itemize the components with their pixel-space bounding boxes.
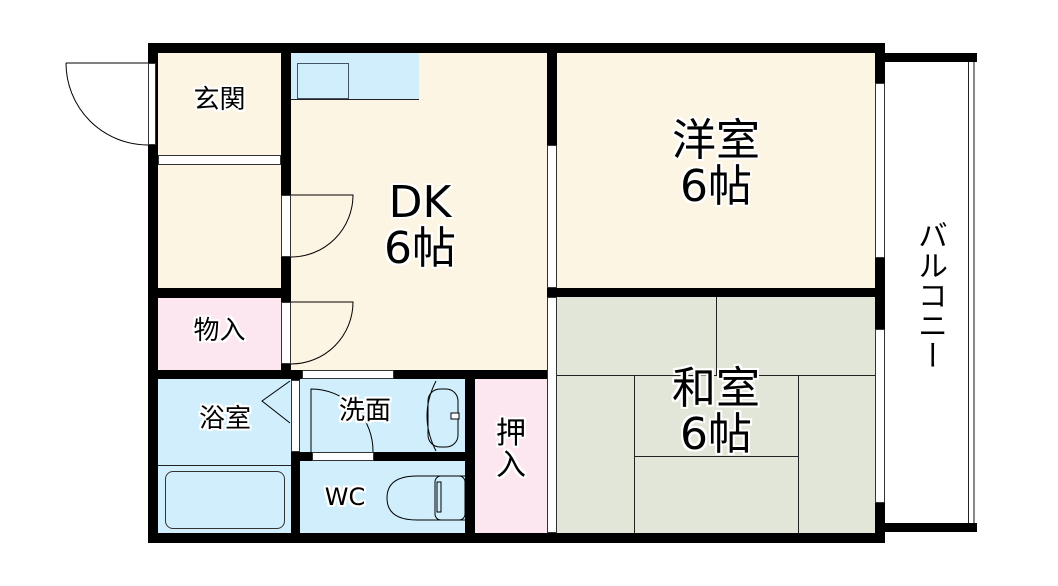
bathtub-icon [165,471,285,529]
monoire-top-wall [148,288,291,298]
dk-hall-door-swing-icon[interactable] [290,194,354,258]
tatami-line [557,375,875,376]
entrance-door-swing-icon[interactable] [65,62,149,147]
wc-door-swing-icon[interactable] [310,388,374,453]
entrance-door-frame[interactable] [148,63,156,145]
dk-room [291,53,547,370]
dk-label: DK 6帖 [330,177,510,275]
monoire-label: 物入 [193,316,246,346]
monoire-door-frame[interactable] [281,302,291,364]
youshitsu-name: 洋室 [672,115,760,166]
dk-washitsu-sliding-door[interactable] [547,297,557,533]
dk-youshitsu-sliding-door[interactable] [547,145,557,288]
washitsu-label: 和室 6帖 [616,363,816,461]
balcony-rail [968,62,975,523]
dk-name: DK [388,177,452,228]
genkan-label: 玄関 [193,85,246,115]
youshitsu-balcony-window[interactable] [875,83,885,258]
bath-door-frame[interactable] [291,380,300,452]
oshiire-label: 押 入 [475,418,547,481]
wc-label: WC [324,483,366,511]
dk-hall-door-frame[interactable] [281,195,291,257]
yokushitsu-label: 浴室 [198,404,251,434]
outer-bottom-wall [148,533,885,543]
youshitsu-room [557,53,875,288]
monoire-room [158,298,281,370]
oshiire-line2: 入 [496,447,526,483]
washitsu-size: 6帖 [680,409,752,461]
youshitsu-size: 6帖 [680,161,752,213]
tatami-line [634,375,635,533]
wc-door-frame[interactable] [312,452,374,461]
washitsu-balcony-window[interactable] [875,329,885,503]
oshiire-room [475,379,547,533]
youshitsu-washitsu-wall [547,288,885,297]
genkan-hall-room [158,165,281,288]
yokushitsu-room [158,379,291,533]
washitsu-name: 和室 [672,363,760,414]
genkan-room [158,53,281,155]
youshitsu-label: 洋室 6帖 [616,115,816,213]
oshiire-line1: 押 [496,416,526,451]
senmen-entry-opening[interactable] [302,370,394,379]
tatami-line [716,297,717,375]
bath-door-swing-icon[interactable] [261,380,292,425]
genkan-step [158,155,281,165]
kitchen-counter [291,53,419,100]
oshiire-left-wall [465,379,475,533]
senmen-label: 洗面 [338,396,391,426]
sink-icon [297,63,349,99]
tatami-line [634,456,798,457]
balcony-area [885,62,968,523]
monoire-door-swing-icon[interactable] [290,301,354,365]
bath-tub-divider [158,465,291,466]
washbasin-icon [426,380,460,452]
dk-size: 6帖 [384,223,456,275]
tatami-line [798,375,799,533]
toilet-icon [386,475,466,521]
balcony-bottom-wall [885,523,977,532]
senmen-wc-wall [291,452,475,461]
balcony-label: バルコニー [912,220,947,370]
balcony-top-wall [885,53,977,62]
outer-top-wall [148,43,885,53]
